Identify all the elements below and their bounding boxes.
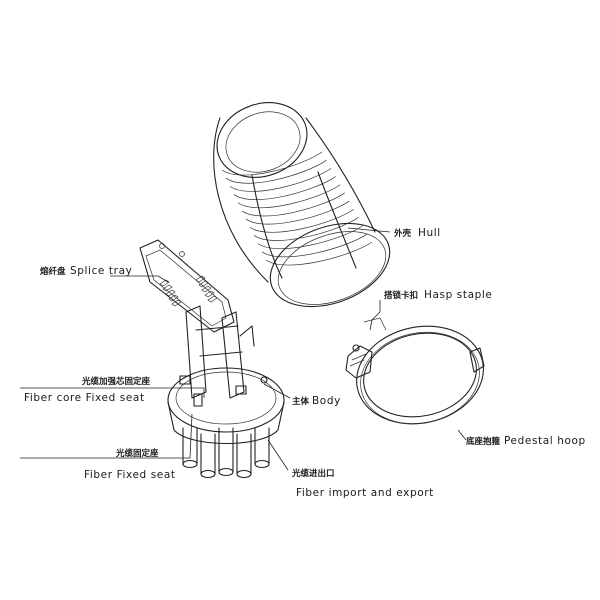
hull-rib [225, 159, 327, 184]
tray-slot [207, 295, 218, 303]
tray-slot [162, 284, 173, 292]
fiber-fixed-seat-label-zh: 光缆固定座 [115, 448, 159, 459]
cable-port-tube [218, 427, 234, 477]
label-hull: 外壳 Hull [393, 227, 441, 239]
hull-rib [237, 184, 341, 209]
splice-tray-label-en: Splice tray [70, 265, 132, 277]
label-splice-tray: 熔纤盘 Splice tray [40, 265, 132, 277]
hull-rib [229, 168, 332, 192]
cable-port-tube [200, 433, 216, 479]
hull-rib [249, 208, 355, 233]
label-hasp-staple: 搭锁卡扣 Hasp staple [384, 289, 492, 301]
label-fiber-import-export: 光缆进出口 Fiber import and export [291, 468, 434, 499]
fiber-core-fixed-seat-label-en: Fiber core Fixed seat [24, 392, 145, 404]
pedestal-hoop-label-zh: 底座抱箍 [466, 436, 501, 447]
tray-slot [165, 289, 176, 297]
body-part [167, 305, 285, 479]
tray-slot [195, 275, 206, 283]
body-label-en: Body [312, 395, 341, 407]
fiber-core-fixed-seat-label-zh: 光缆加强芯固定座 [81, 376, 151, 387]
hull-rib [253, 217, 359, 241]
body-label-zh: 主体 [292, 396, 310, 407]
hull-rib [257, 225, 364, 250]
leader-lines [20, 227, 467, 471]
cable-port-tube [236, 433, 252, 479]
hull-rib [245, 200, 350, 225]
fiber-import-export-label-en: Fiber import and export [296, 487, 434, 499]
label-fiber-fixed-seat: 光缆固定座 Fiber Fixed seat [84, 448, 176, 481]
tray-slot [159, 279, 170, 287]
hull-rib [233, 176, 336, 200]
hull-part [213, 102, 391, 308]
hull-label-zh: 外壳 [393, 228, 412, 239]
label-fiber-core-fixed-seat: 光缆加强芯固定座 Fiber core Fixed seat [24, 376, 151, 404]
hull-rib [261, 233, 368, 258]
cable-port-tube [182, 427, 198, 469]
hasp-staple-label-zh: 搭锁卡扣 [384, 290, 418, 301]
hull-label-en: Hull [418, 227, 441, 239]
hull-rib [221, 151, 323, 176]
hull-rib [241, 192, 345, 217]
tray-slot [168, 294, 179, 302]
label-pedestal-hoop: 底座抱箍 Pedestal hoop [466, 435, 586, 447]
hasp-staple-label-en: Hasp staple [424, 289, 492, 301]
fiber-import-export-label-zh: 光缆进出口 [291, 468, 335, 479]
pedestal-hoop-label-en: Pedestal hoop [504, 435, 586, 447]
fiber-fixed-seat-label-en: Fiber Fixed seat [84, 469, 176, 481]
tray-slot [198, 280, 209, 288]
tray-slot [171, 299, 182, 307]
hull-rib [265, 241, 373, 266]
splice-tray-part [139, 239, 235, 333]
pedestal-hoop-part [345, 317, 485, 425]
label-body: 主体 Body [292, 395, 341, 407]
tray-slot [201, 285, 212, 293]
cable-port-tube [254, 427, 270, 469]
tray-slot [204, 290, 215, 298]
splice-tray-label-zh: 熔纤盘 [40, 266, 66, 277]
